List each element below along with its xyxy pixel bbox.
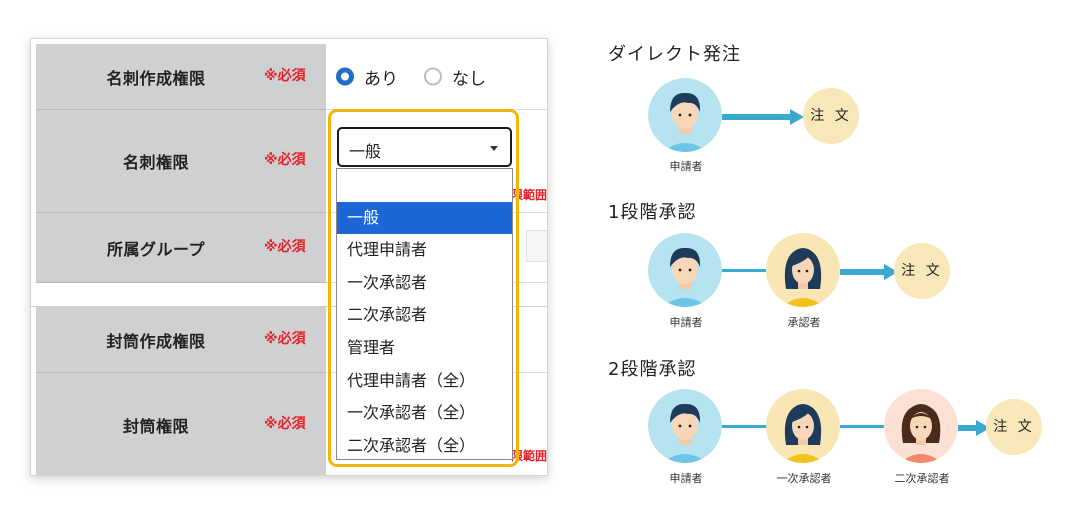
flow-title-direct: ダイレクト発注 [608,44,741,65]
form-row-card-create: 名刺作成権限 ※必須 あり なし [31,44,547,110]
first-approver-avatar [766,389,840,463]
role-caption: 申請者 [669,316,703,329]
radio-yes[interactable] [336,67,354,86]
select-option[interactable] [337,169,512,202]
select-value: 一般 [349,142,382,161]
order-circle: 注 文 [986,399,1042,455]
permission-range-hint: 限範囲 [510,188,547,202]
flow-arrow [840,264,898,280]
permission-form: 名刺作成権限 ※必須 あり なし 名刺権限 ※必須 限範囲 所属グループ ※必須 [30,38,548,476]
flow-title-two-step: 2段階承認 [608,359,697,380]
second-approver-avatar [884,389,958,463]
field-label: 名刺権限 [122,153,189,172]
radio-no[interactable] [424,67,442,86]
applicant-avatar [648,389,722,463]
order-circle: 注 文 [894,243,950,299]
radio-no-label[interactable]: なし [452,69,486,89]
role-caption: 二次承認者 [894,472,950,485]
dropdown-highlight [328,109,519,467]
select-option[interactable]: 二次承認者（全） [347,435,476,455]
flow-line [722,269,766,272]
field-label: 封筒権限 [122,416,189,436]
applicant-avatar [648,233,722,307]
group-input[interactable] [526,230,547,262]
select-option[interactable]: 一次承認者 [347,272,428,292]
permission-range-hint: 限範囲 [510,449,547,463]
form-row-card-permission: 名刺権限 ※必須 限範囲 [31,110,547,213]
form-row-envelope-create: 封筒作成権限 ※必須 [31,307,547,373]
select-option[interactable]: 代理申請者（全） [347,370,476,390]
flow-title-one-step: 1段階承認 [608,202,697,223]
required-mark: ※必須 [264,415,306,432]
select-option[interactable]: 一般 [337,201,512,235]
select-option[interactable]: 管理者 [347,337,396,357]
radio-yes-label[interactable]: あり [364,69,398,89]
select-option[interactable]: 一次承認者（全） [347,403,476,423]
required-mark: ※必須 [264,152,306,168]
form-row-group: 所属グループ ※必須 [31,213,547,283]
field-label: 名刺作成権限 [106,68,206,88]
applicant-avatar [648,78,722,152]
role-caption: 承認者 [787,316,821,329]
radio-group: あり なし [336,64,502,89]
role-caption: 一次承認者 [776,472,832,485]
required-mark: ※必須 [264,238,306,255]
card-permission-select[interactable]: 一般 [337,127,512,167]
form-row-envelope-permission: 封筒権限 ※必須 限範囲 [31,373,547,475]
chevron-down-icon [490,146,498,151]
role-caption: 申請者 [669,472,703,485]
select-options-list: 一般 代理申請者 一次承認者 二次承認者 管理者 代理申請者（全） 一次承認者（… [336,168,513,460]
approver-avatar [766,233,840,307]
field-label: 所属グループ [106,239,206,259]
flow-arrow [722,109,804,125]
field-label: 封筒作成権限 [106,331,206,351]
flow-arrow [958,420,990,436]
flow-line [840,425,884,428]
select-option[interactable]: 代理申請者 [347,240,428,260]
required-mark: ※必須 [264,330,306,347]
select-option[interactable]: 二次承認者 [347,305,428,325]
role-caption: 申請者 [669,160,703,173]
order-circle: 注 文 [803,88,859,144]
flow-line [722,425,766,428]
required-mark: ※必須 [264,67,306,84]
